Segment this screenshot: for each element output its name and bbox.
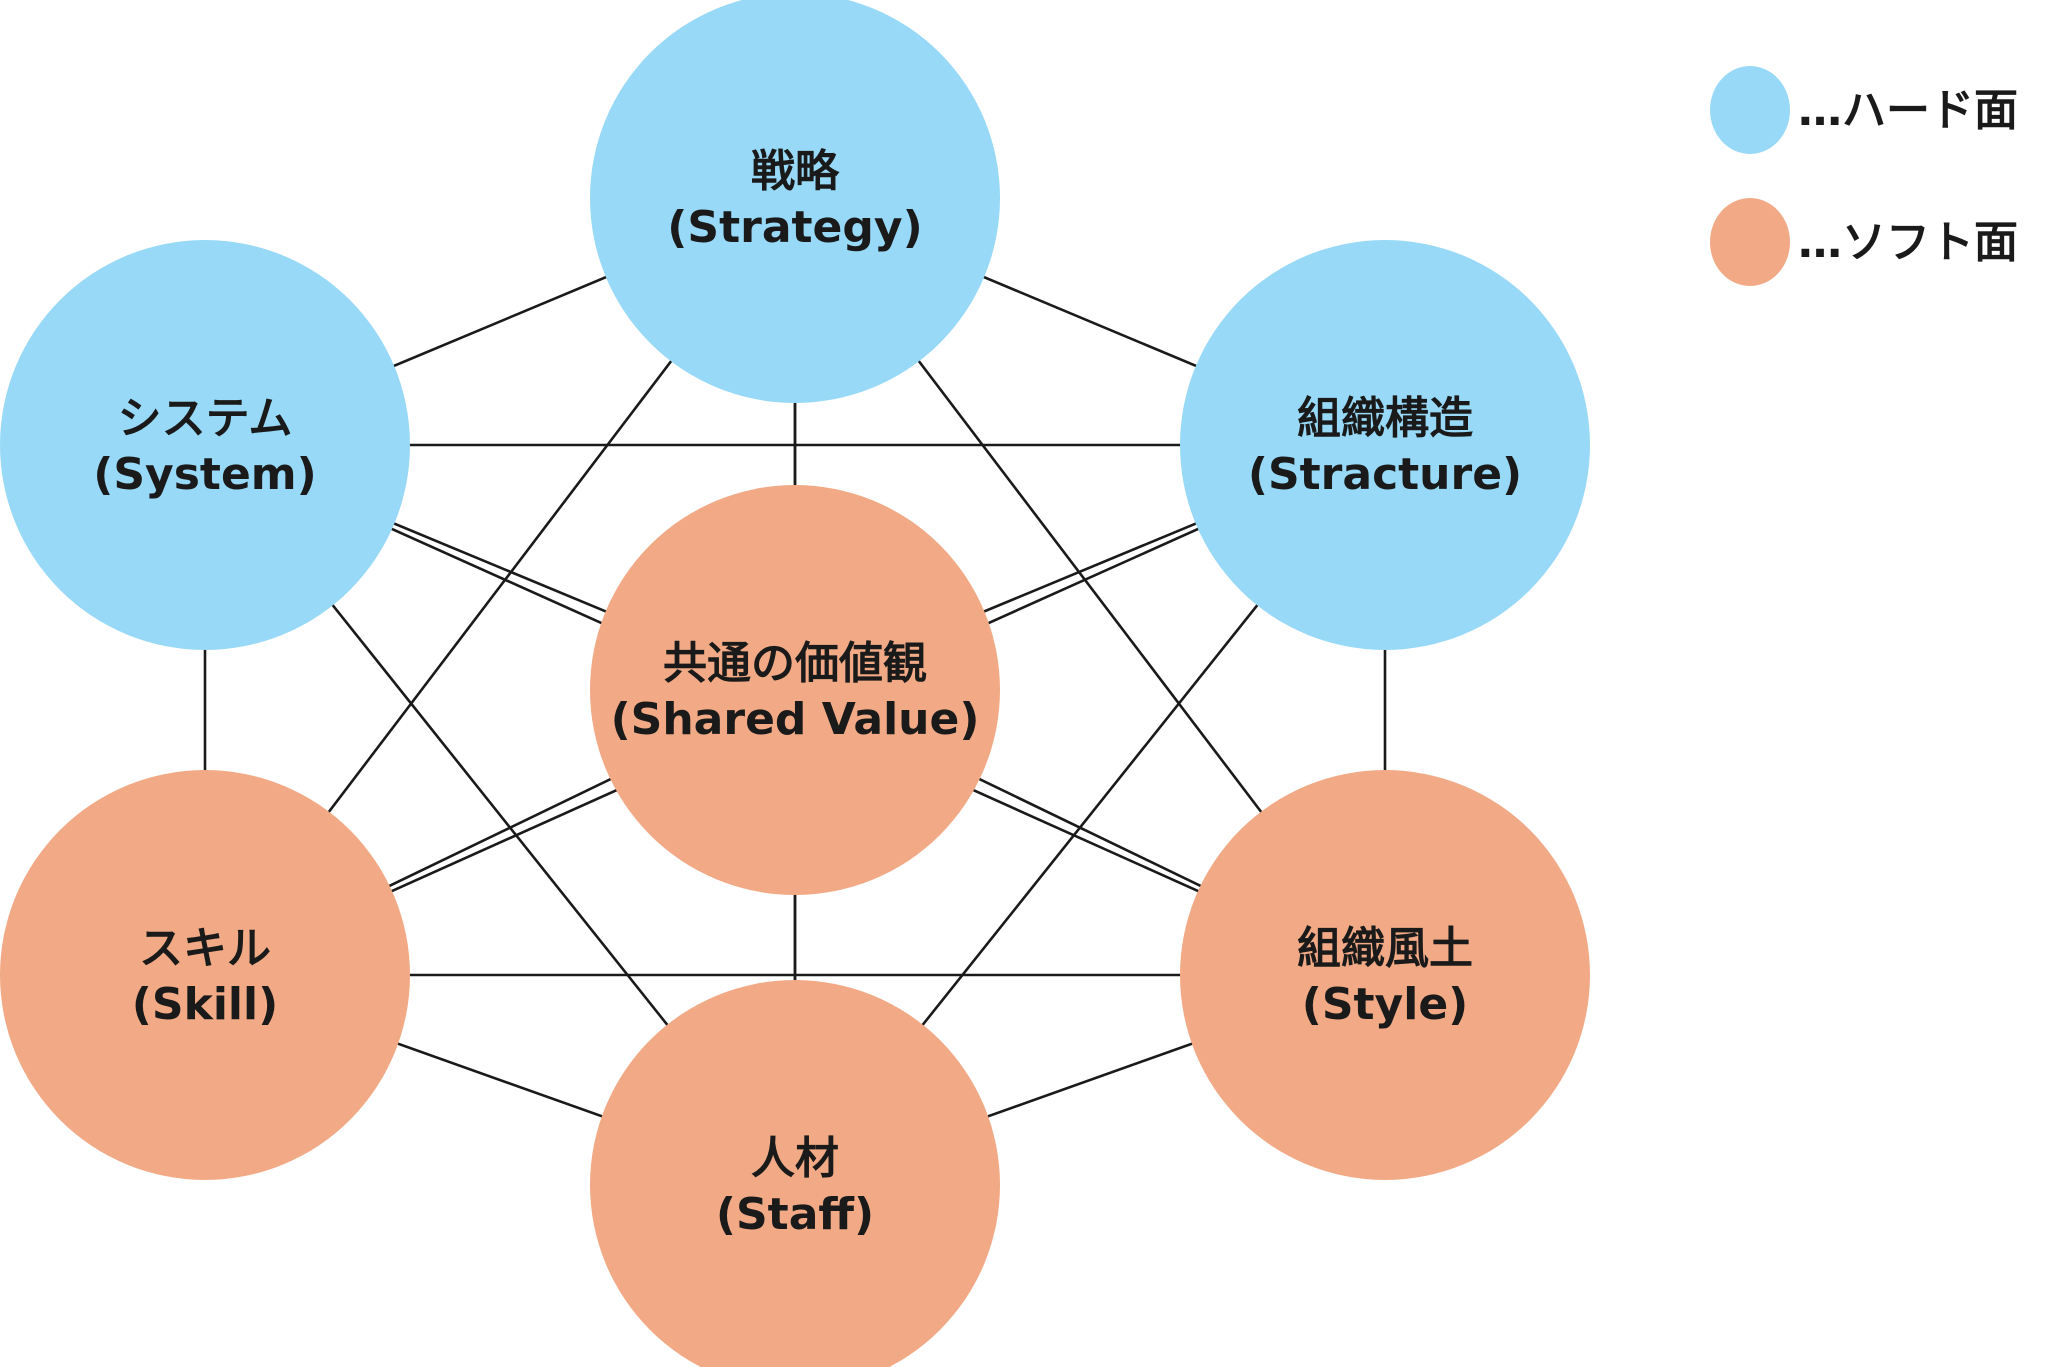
node-circle-skill <box>0 770 410 1180</box>
node-title-strategy: 戦略 <box>751 146 840 197</box>
legend-label-hard: …ハード面 <box>1798 85 2018 136</box>
node-subtitle-structure: (Stracture) <box>1248 449 1522 500</box>
node-system: システム(System) <box>0 240 410 650</box>
node-circle-staff <box>590 980 1000 1367</box>
node-title-structure: 組織構造 <box>1297 393 1473 444</box>
node-subtitle-shared: (Shared Value) <box>611 694 980 745</box>
node-strategy: 戦略(Strategy) <box>590 0 1000 403</box>
node-structure: 組織構造(Stracture) <box>1180 240 1590 650</box>
node-title-shared: 共通の価値観 <box>663 638 927 689</box>
node-subtitle-style: (Style) <box>1302 979 1469 1030</box>
node-shared: 共通の価値観(Shared Value) <box>590 485 1000 895</box>
node-circle-structure <box>1180 240 1590 650</box>
legend-label-soft: …ソフト面 <box>1798 217 2018 268</box>
node-circle-style <box>1180 770 1590 1180</box>
node-staff: 人材(Staff) <box>590 980 1000 1367</box>
legend-item-hard: …ハード面 <box>1710 66 2018 154</box>
legend-swatch-hard <box>1710 66 1790 154</box>
node-subtitle-system: (System) <box>93 449 317 500</box>
node-circle-system <box>0 240 410 650</box>
legend-item-soft: …ソフト面 <box>1710 198 2018 286</box>
node-circle-strategy <box>590 0 1000 403</box>
node-subtitle-staff: (Staff) <box>716 1189 874 1240</box>
node-subtitle-strategy: (Strategy) <box>667 202 922 253</box>
node-title-style: 組織風土 <box>1297 923 1473 974</box>
node-title-staff: 人材 <box>751 1133 839 1184</box>
nodes: 戦略(Strategy) 組織構造(Stracture) 組織風土(Style) 人材… <box>0 0 1590 1367</box>
legend-swatch-soft <box>1710 198 1790 286</box>
node-style: 組織風土(Style) <box>1180 770 1590 1180</box>
node-title-system: システム <box>118 393 293 444</box>
legend: …ハード面 …ソフト面 <box>1710 66 2018 286</box>
node-circle-shared <box>590 485 1000 895</box>
node-title-skill: スキル <box>139 923 271 974</box>
node-subtitle-skill: (Skill) <box>132 979 278 1030</box>
node-skill: スキル(Skill) <box>0 770 410 1180</box>
